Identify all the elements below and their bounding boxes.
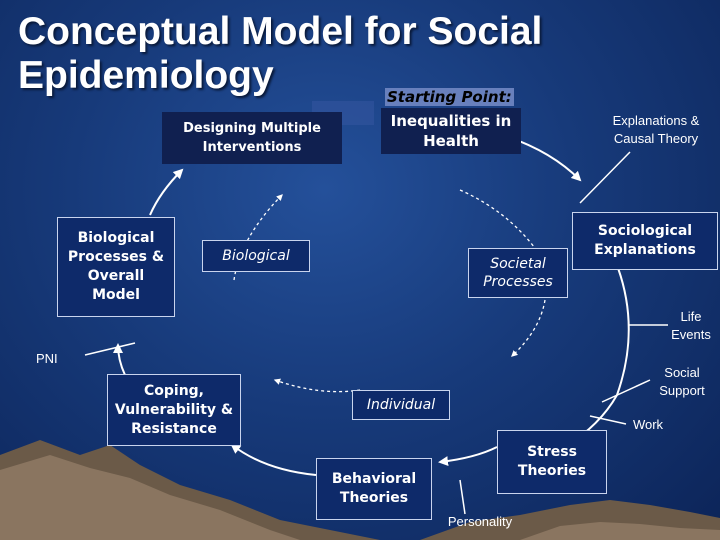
pni-label: PNI (36, 350, 86, 368)
work-label: Work (626, 416, 670, 434)
sociological-explanations-box: Sociological Explanations (572, 212, 718, 270)
designing-interventions-box: Designing Multiple Interventions (162, 112, 342, 164)
cycle-arc-sociological-to-stress (565, 268, 629, 447)
pointer-explanations (580, 152, 630, 203)
biological-label: Biological (202, 240, 310, 272)
social-support-label: Social Support (650, 364, 714, 400)
cycle-arc-stress-to-behavioral (440, 447, 497, 462)
individual-label: Individual (352, 390, 450, 420)
explanations-causal-theory-label: Explanations & Causal Theory (595, 112, 717, 148)
coping-vulnerability-box: Coping, Vulnerability & Resistance (107, 374, 241, 446)
behavioral-theories-box: Behavioral Theories (316, 458, 432, 520)
cycle-arc-biological-to-designing (150, 170, 182, 215)
dashed-inner-individual-left (275, 380, 360, 392)
inequalities-in-health-box: Inequalities in Health (381, 108, 521, 154)
cycle-arc-behavioral-to-coping (232, 445, 316, 475)
personality-label: Personality (430, 513, 530, 531)
pointer-social-support (602, 380, 650, 402)
dashed-inner-top-right (460, 190, 540, 255)
starting-point-label: Starting Point: (385, 88, 514, 106)
page-title: Conceptual Model for Social Epidemiology (18, 10, 578, 98)
biological-processes-box: Biological Processes & Overall Model (57, 217, 175, 317)
cycle-arc-coping-to-pni (118, 345, 125, 375)
pointer-personality (460, 480, 465, 514)
societal-processes-label: Societal Processes (468, 248, 568, 298)
stress-theories-box: Stress Theories (497, 430, 607, 494)
life-events-label: Life Events (664, 308, 718, 344)
dashed-inner-societal-down (512, 300, 545, 356)
pointer-pni (85, 343, 135, 355)
